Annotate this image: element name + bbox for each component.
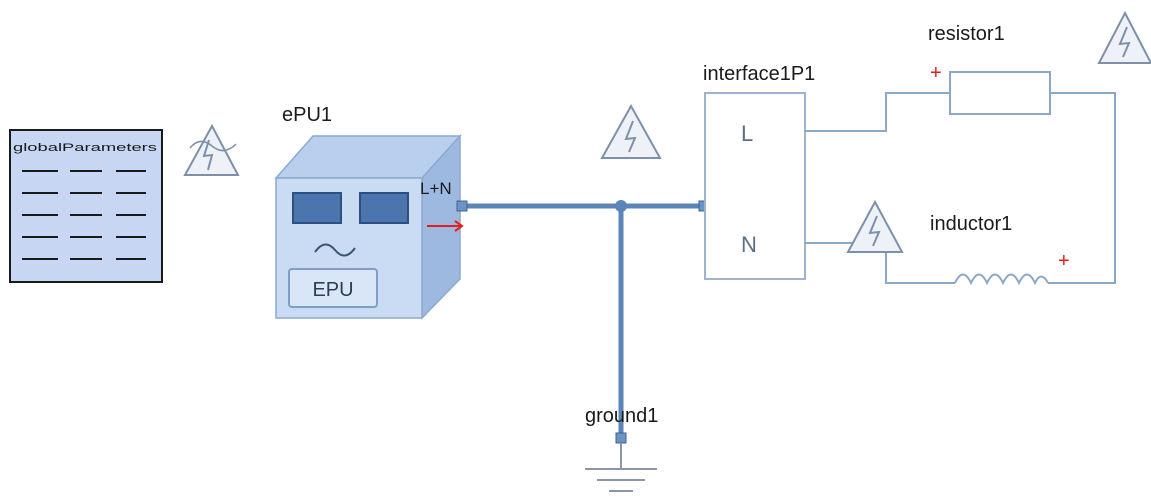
red-arrow-head <box>454 220 464 232</box>
resistor-body[interactable] <box>949 71 1051 115</box>
interface-pin-l: L <box>741 121 753 146</box>
interface-instance-name: interface1P1 <box>703 63 815 85</box>
high-voltage-warning-icon <box>846 199 904 253</box>
main-wire[interactable] <box>462 203 703 438</box>
interface-block[interactable] <box>704 92 806 280</box>
inductor-polarity: + <box>1058 250 1070 272</box>
epu-instance-name: ePU1 <box>282 104 332 126</box>
power-unit-box-icon[interactable]: EPU L+N <box>274 134 464 320</box>
resistor-instance-name: resistor1 <box>928 23 1005 45</box>
ground-instance-name: ground1 <box>585 405 658 427</box>
epu-port[interactable] <box>456 200 468 212</box>
ground-port[interactable] <box>615 432 627 444</box>
high-voltage-warning-icon <box>600 103 662 159</box>
epu-connector-label: L+N <box>420 179 452 198</box>
interface-pin-n: N <box>741 232 757 257</box>
global-parameters-label: globalParameters <box>13 142 158 154</box>
high-voltage-warning-icon <box>183 123 240 176</box>
ground-symbol-icon <box>585 443 657 492</box>
inductor-coil[interactable] <box>954 273 1049 286</box>
global-parameters-block[interactable]: globalParameters <box>9 129 163 283</box>
high-voltage-warning-icon <box>1097 10 1151 64</box>
global-parameters-table-icon <box>22 170 146 260</box>
inductor-instance-name: inductor1 <box>930 213 1012 235</box>
epu-box-label: EPU <box>312 279 353 301</box>
junction-node <box>615 200 627 212</box>
circuit-wires[interactable] <box>805 92 1116 284</box>
resistor-polarity: + <box>930 62 942 84</box>
